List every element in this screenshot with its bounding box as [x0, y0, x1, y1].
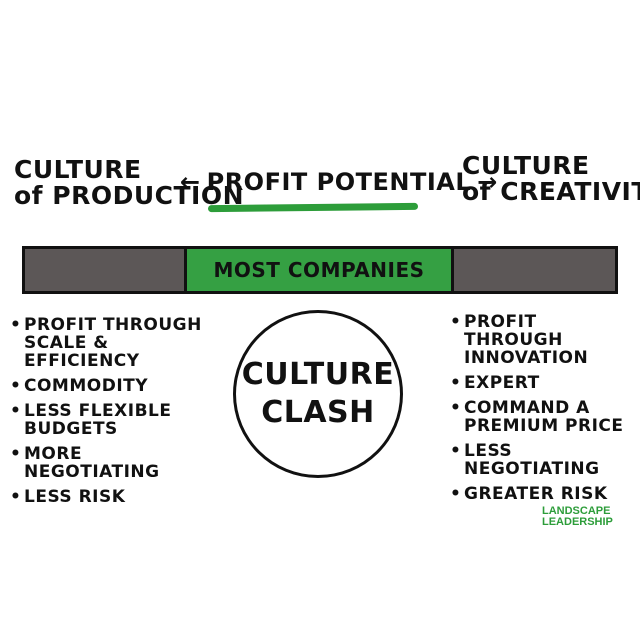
list-item-line: PREMIUM PRICE — [464, 416, 624, 436]
left-arrow-icon: ← — [180, 168, 201, 196]
list-item-line: SCALE & EFFICIENCY — [24, 333, 140, 371]
circle-line2: CLASH — [261, 395, 375, 430]
list-item-line: MORE NEGOTIATING — [24, 444, 160, 482]
list-item-line: LESS FLEXIBLE — [24, 401, 172, 421]
right-heading-line1: CULTURE — [462, 151, 590, 180]
logo-line1: LANDSCAPE — [542, 505, 611, 517]
list-item-line: GREATER RISK — [464, 484, 608, 504]
culture-of-creativity-heading: CULTURE of CREATIVITY — [462, 153, 640, 205]
right-arrow-icon: → — [477, 168, 498, 196]
list-item-line: COMMODITY — [24, 376, 149, 396]
culture-of-production-heading: CULTURE of PRODUCTION — [14, 157, 244, 209]
list-item-line: PROFIT THROUGH — [24, 315, 202, 335]
list-item-line: BUDGETS — [24, 419, 118, 439]
list-item-line: COMMAND A — [464, 398, 590, 418]
most-companies-segment: MOST COMPANIES — [184, 246, 454, 294]
profit-potential-text: PROFIT POTENTIAL — [206, 168, 472, 196]
profit-potential-underline — [207, 202, 419, 213]
list-item-line: LESS RISK — [24, 487, 126, 507]
list-item-line: NEGOTIATING — [464, 459, 600, 479]
landscape-leadership-logo: LANDSCAPE LEADERSHIP — [542, 506, 613, 528]
profit-potential-label: ← PROFIT POTENTIAL → — [180, 168, 498, 196]
right-heading-line2: of CREATIVITY — [462, 177, 640, 206]
list-item-line: LESS — [464, 441, 513, 461]
logo-line2: LEADERSHIP — [542, 516, 613, 528]
list-item: LESS RISK — [10, 488, 220, 506]
list-item-line: PROFIT THROUGH — [464, 312, 563, 350]
culture-clash-circle: CULTURE CLASH — [233, 310, 403, 478]
creativity-traits-list: PROFIT THROUGHINNOVATIONEXPERTCOMMAND AP… — [450, 313, 636, 510]
list-item: COMMODITY — [10, 377, 220, 395]
list-item: MORE NEGOTIATING — [10, 445, 220, 481]
list-item: EXPERT — [450, 374, 636, 392]
left-heading-line1: CULTURE — [14, 155, 142, 184]
left-heading-line2: of PRODUCTION — [14, 181, 245, 210]
circle-line1: CULTURE — [241, 357, 395, 392]
list-item: GREATER RISK — [450, 485, 636, 503]
list-item-line: EXPERT — [464, 373, 540, 393]
list-item-line: INNOVATION — [464, 348, 589, 368]
most-companies-label: MOST COMPANIES — [213, 258, 425, 282]
